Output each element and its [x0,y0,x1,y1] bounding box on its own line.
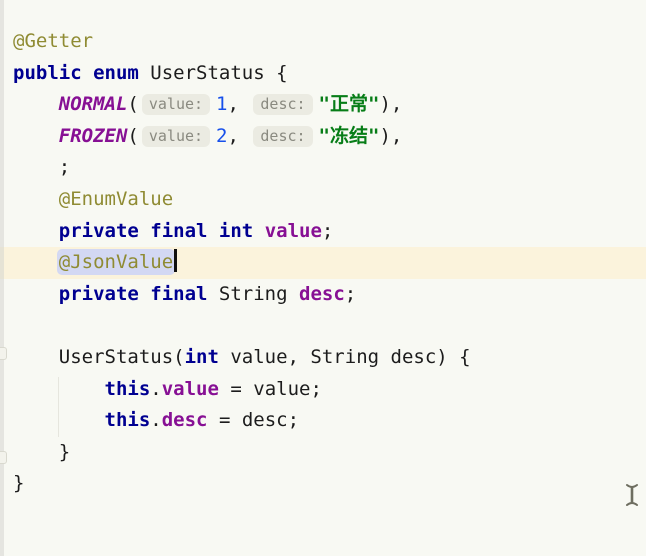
code-token-kw: public enum [13,61,139,84]
code-token-plain: String [207,282,299,305]
code-token-plain [13,251,59,273]
code-token-ann: @Getter [13,30,94,52]
code-token-num: 1 [216,93,228,116]
code-line: FROZEN(value:2, desc:"冻结"), [0,121,646,153]
code-line-current: @JsonValue [0,247,646,279]
code-token-plain [13,188,59,210]
code-token-plain: ( [127,93,139,116]
code-token-plain: } [13,440,71,463]
code-token-plain: ), [379,124,403,147]
code-token-field: desc [299,282,345,305]
text-caret [174,249,177,273]
code-token-str: "正常" [318,93,380,116]
code-token-plain [13,93,59,115]
code-token-kw: private final [58,282,208,305]
editor-left-border [0,0,4,556]
ibeam-cursor-icon [626,484,638,506]
code-token-enum: NORMAL [58,93,128,116]
code-token-plain [13,283,59,305]
code-line: this.value = value; [0,374,646,406]
code-token-plain: , [227,93,251,116]
code-token-plain: } [13,472,25,495]
code-token-plain: value, String desc) { [218,345,471,368]
indent-guide [58,377,59,437]
parameter-name-hint: value: [141,94,211,116]
code-line: } [0,468,646,500]
code-token-enum: FROZEN [58,124,128,147]
code-line: this.desc = desc; [0,405,646,437]
code-line [0,310,646,342]
code-token-ann: @EnumValue [58,187,174,210]
code-token-plain: ( [127,124,139,147]
code-token-kw: this [104,409,151,432]
code-token-field: value [161,377,219,400]
code-line: } [0,437,646,469]
parameter-name-hint: desc: [253,94,313,116]
code-token-kw: private final int [58,219,254,242]
code-token-ann: @JsonValue [58,251,174,274]
code-token-plain: ; [321,219,334,242]
code-token-plain [13,125,59,147]
code-token-plain: . [150,377,162,400]
parameter-name-hint: desc: [253,125,313,147]
code-token-field: value [264,219,322,242]
code-line: ; [0,152,646,184]
code-token-plain: ; [344,282,357,305]
code-line: @Getter [0,26,646,58]
code-token-plain: ), [379,93,403,116]
code-token-plain: . [150,409,162,432]
fold-marker-icon[interactable] [0,451,7,464]
code-token-plain [13,220,59,242]
code-line: private final int value; [0,216,646,248]
code-token-kw: this [104,377,151,400]
code-token-plain: UserStatus { [138,61,288,84]
code-line: public enum UserStatus { [0,58,646,90]
code-token-kw: int [184,345,219,368]
fold-marker-icon[interactable] [0,347,7,360]
code-token-field: desc [161,409,208,432]
code-token-plain: UserStatus( [13,345,185,368]
code-token-plain [253,220,264,242]
code-line: NORMAL(value:1, desc:"正常"), [0,89,646,121]
code-token-num: 2 [216,124,228,147]
code-line: UserStatus(int value, String desc) { [0,342,646,374]
code-token-plain: ; [13,156,71,179]
code-token-plain: = desc; [207,409,300,432]
code-token-str: "冻结" [318,124,380,147]
parameter-name-hint: value: [141,125,211,147]
code-line: @EnumValue [0,184,646,216]
code-token-plain: , [227,124,251,147]
code-line: private final String desc; [0,279,646,311]
code-token-plain: = value; [218,377,322,400]
